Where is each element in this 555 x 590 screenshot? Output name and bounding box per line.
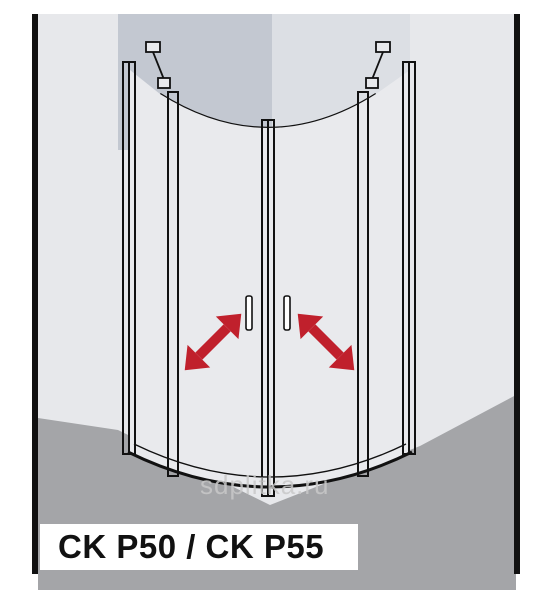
right-wall-profile xyxy=(402,61,416,455)
bottom-rail xyxy=(127,450,413,489)
door-handle-icon xyxy=(245,295,253,331)
model-caption: CK P50 / CK P55 xyxy=(40,524,358,570)
watermark: sdplitka.ru xyxy=(200,470,330,500)
left-border xyxy=(32,14,38,574)
wall-bracket-icon xyxy=(365,41,391,89)
glass-panel xyxy=(130,70,410,486)
right-border xyxy=(514,14,520,574)
left-door-profile xyxy=(167,91,179,477)
right-door-profile xyxy=(357,91,369,477)
left-wall-profile xyxy=(122,61,136,455)
wall-bracket-icon xyxy=(145,41,171,89)
center-profile xyxy=(261,119,275,497)
double-arrow-icon xyxy=(184,313,242,371)
double-arrow-icon xyxy=(297,313,355,371)
door-handle-icon xyxy=(283,295,291,331)
bottom-rail-inner xyxy=(133,443,407,478)
